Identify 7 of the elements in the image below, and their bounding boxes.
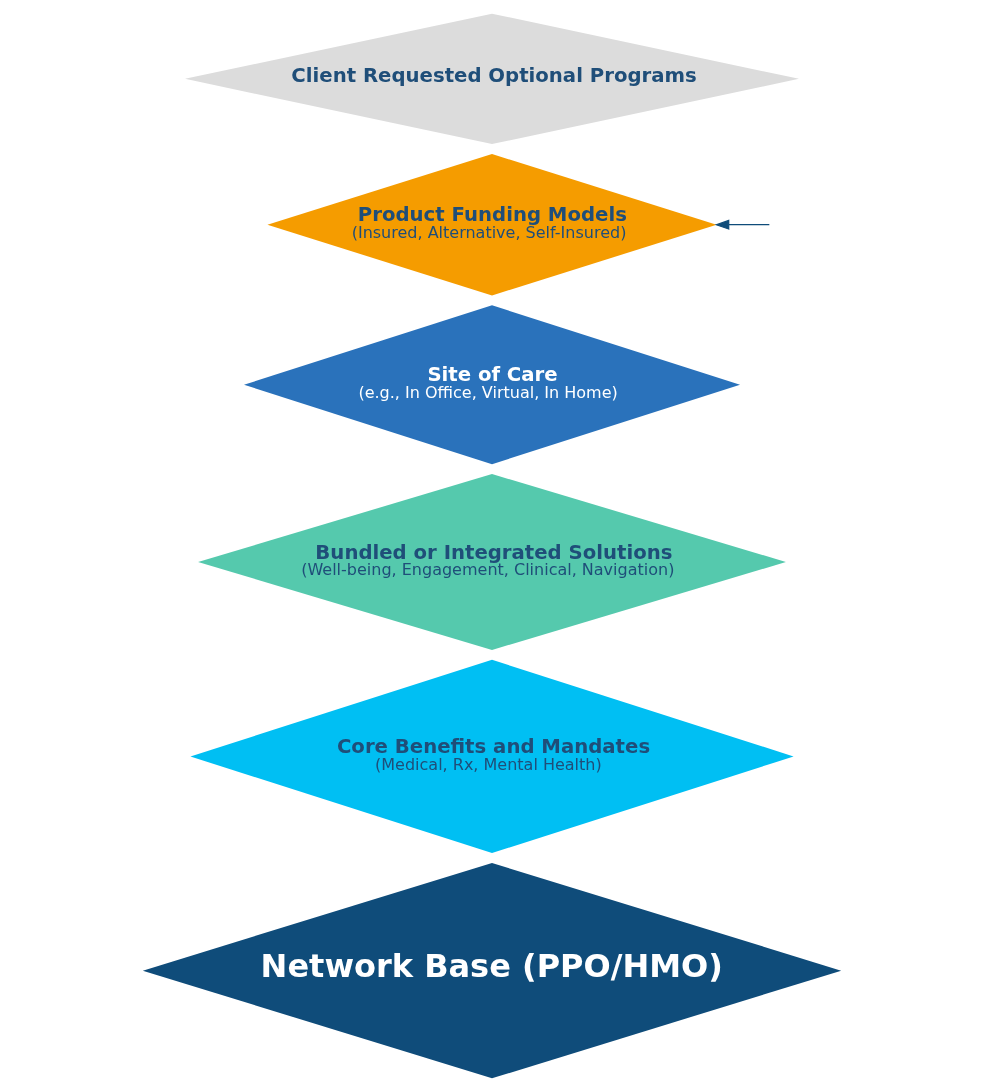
node-diamond: Network Base (PPO/HMO)	[142, 862, 842, 1079]
arrow	[714, 219, 770, 230]
node-diamond: Product Funding Models (Insured, Alternative, Self-Insured)	[267, 153, 717, 296]
node-diamond: Client Requested Optional Programs	[185, 13, 799, 145]
node-diamond: Core Benefits and Mandates (Medical, Rx, Mental Health)	[190, 659, 794, 854]
node-diamond: Bundled or Integrated Solutions (Well-being, Engagement, Clinical, Navigation)	[198, 474, 786, 650]
node-diamond: Site of Care (e.g., In Office, Virtual, In Home)	[244, 305, 741, 465]
